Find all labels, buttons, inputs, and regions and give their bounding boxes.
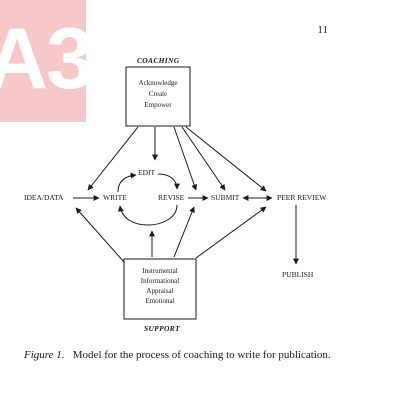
support-heading: SUPPORT [144,324,180,333]
node-edit: EDIT [138,168,156,177]
page-number: 11 [317,24,328,36]
node-revise: REVISE [158,193,185,202]
figure-label: Figure 1. [24,349,65,361]
support-item: Emotional [145,297,175,305]
node-idea-data: IDEA/DATA [24,193,64,202]
arrow-coaching-peer-review [185,126,267,192]
node-publish: PUBLISH [282,270,314,279]
coaching-item: Empower [144,101,172,109]
support-item: Informational [140,277,180,285]
support-box [123,258,197,320]
arrow-support-revise [173,206,195,258]
arrow-revise-to-write [117,204,178,226]
coaching-item: Acknowledge [138,79,178,87]
figure-caption-text: Model for the process of coaching to wri… [72,349,331,361]
arrow-coaching-idea [87,126,139,191]
node-submit: SUBMIT [211,193,240,202]
arrow-write-to-edit [117,172,137,193]
coaching-heading: COACHING [137,56,180,65]
publisher-logo: A3 [0,0,86,122]
arrow-coaching-revise [173,126,198,191]
arrow-edit-to-revise [157,173,180,190]
coaching-box [125,66,191,127]
figure-caption: Figure 1. Model for the process of coach… [24,348,334,362]
node-peer-review: PEER REVIEW [277,193,327,202]
coaching-item: Create [148,90,168,98]
arrow-coaching-submit [181,126,226,191]
support-item: Instrumental [142,267,178,275]
arrow-support-idea [75,207,125,263]
coaching-item-list: Acknowledge Create Empower [126,78,190,111]
support-item: Appraisal [146,287,174,295]
support-item-list: Instrumental Informational Appraisal Emo… [124,266,196,306]
node-write: WRITE [103,193,127,202]
arrow-support-submit [195,206,267,259]
logo-text: A3 [0,11,86,107]
